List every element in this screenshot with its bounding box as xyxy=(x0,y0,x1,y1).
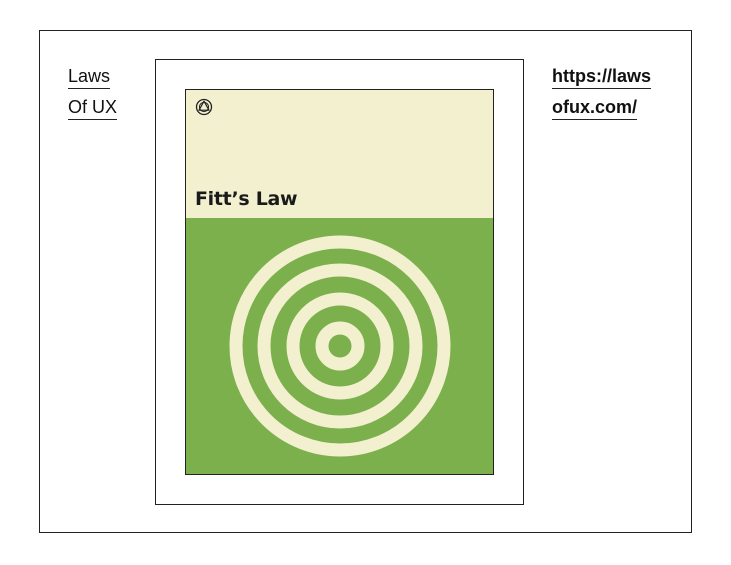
card-header: Fitt’s Law xyxy=(186,90,493,218)
law-card[interactable]: Fitt’s Law xyxy=(185,89,494,475)
concentric-target-icon xyxy=(229,235,451,457)
target-ring-center xyxy=(315,321,365,371)
site-title-line-1[interactable]: Laws xyxy=(68,65,111,89)
site-url-line-2[interactable]: ofux.com/ xyxy=(552,96,638,120)
card-title: Fitt’s Law xyxy=(195,188,298,210)
site-title-line-2[interactable]: Of UX xyxy=(68,96,118,120)
site-url-link[interactable]: https://laws ofux.com/ xyxy=(552,62,667,124)
card-illustration-area xyxy=(186,218,493,474)
site-title-link[interactable]: Laws Of UX xyxy=(68,62,128,124)
triangle-in-circle-icon xyxy=(195,98,213,116)
target-ring-outer xyxy=(229,235,451,457)
card-frame xyxy=(155,59,524,505)
target-ring-middle xyxy=(257,263,423,429)
outer-frame xyxy=(39,30,692,533)
target-ring-inner xyxy=(286,292,394,400)
site-url-line-1[interactable]: https://laws xyxy=(552,65,652,89)
